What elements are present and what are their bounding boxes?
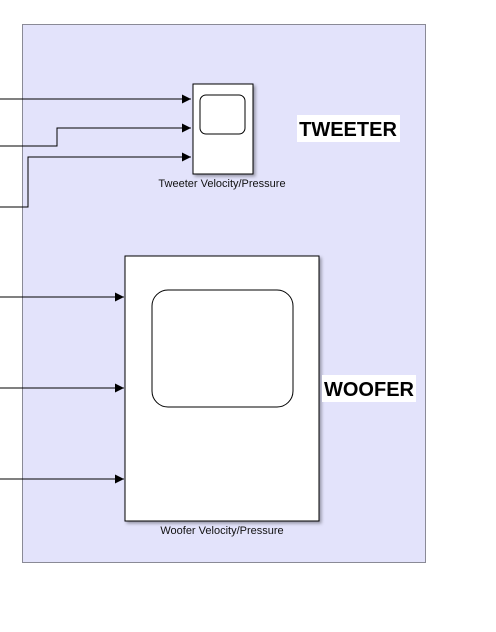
tweeter-input-line-3[interactable] bbox=[0, 152, 191, 208]
tweeter-area-label-bg bbox=[297, 115, 400, 142]
tweeter-scope-screen-icon bbox=[199, 94, 246, 135]
woofer-area-label: WOOFER bbox=[324, 379, 415, 401]
tweeter-area-label: TWEETER bbox=[299, 119, 397, 141]
tweeter-scope-block[interactable] bbox=[192, 83, 254, 175]
woofer-scope-label: Woofer Velocity/Pressure bbox=[160, 525, 283, 537]
tweeter-input-line-2[interactable] bbox=[0, 123, 191, 147]
woofer-scope-block[interactable] bbox=[124, 255, 320, 522]
woofer-area-label-bg bbox=[322, 375, 416, 402]
woofer-scope-screen-icon bbox=[151, 289, 294, 408]
tweeter-scope-label: Tweeter Velocity/Pressure bbox=[158, 178, 285, 190]
